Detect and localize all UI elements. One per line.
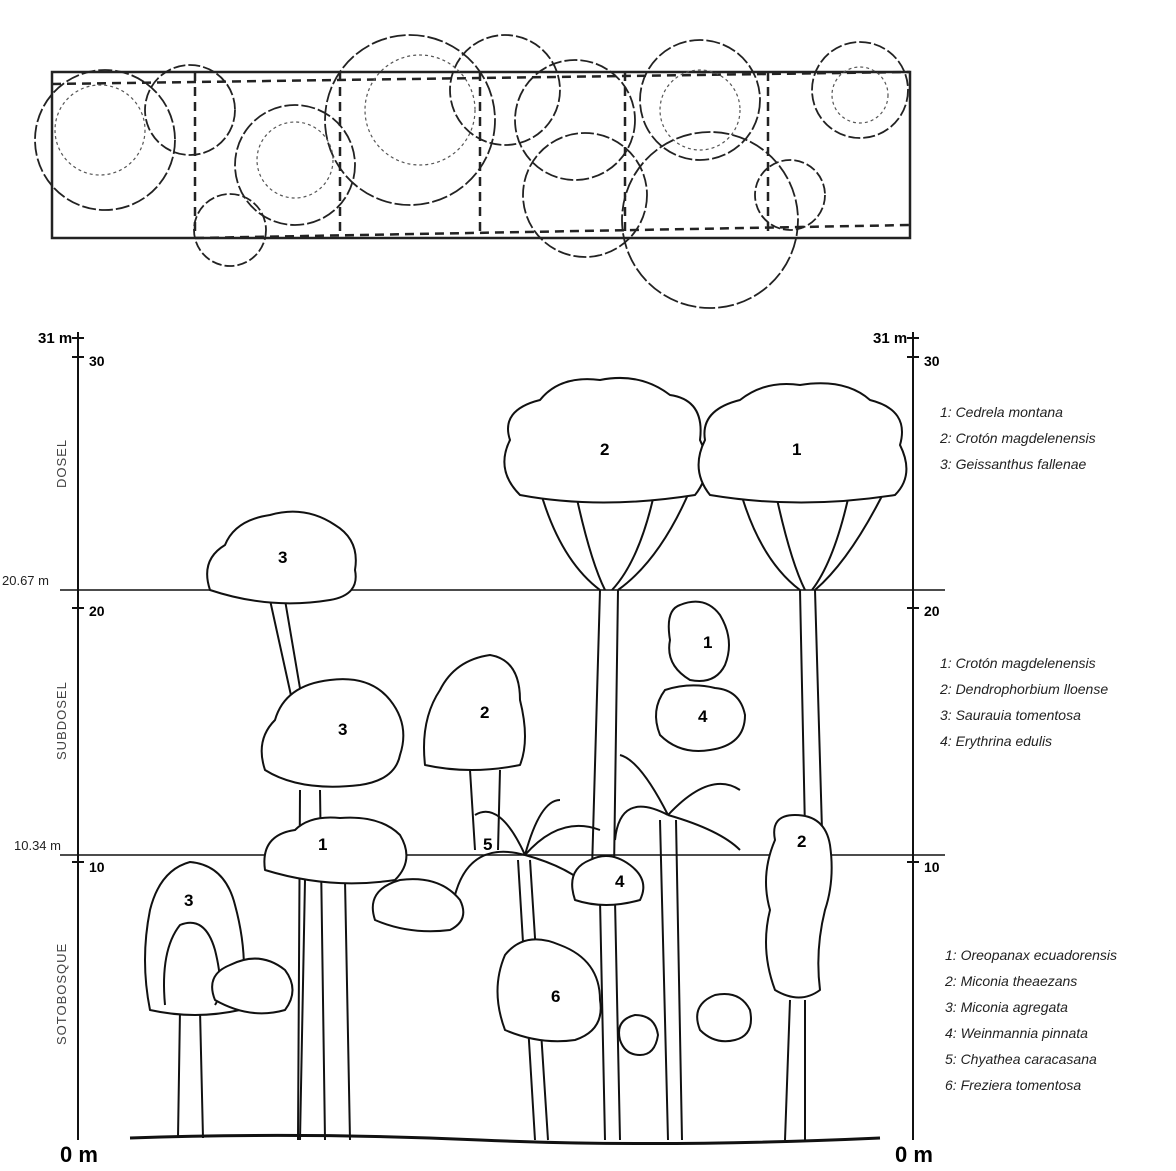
ref-line-upper-label: 20.67 m (2, 573, 49, 588)
canopy-tree-3 (207, 512, 356, 700)
ref-line-lower-label: 10.34 m (14, 838, 61, 853)
legend-subdosel-item: 2: Dendrophorbium lloense (939, 681, 1108, 697)
left-tick-20: 20 (89, 603, 105, 619)
right-tick-30: 30 (924, 353, 940, 369)
legend-sotobosque-item: 2: Miconia theaezans (944, 973, 1077, 989)
legend-subdosel: 1: Crotón magdelenensis 2: Dendrophorbiu… (939, 655, 1108, 749)
legend-sotobosque-item: 5: Chyathea caracasana (945, 1051, 1097, 1067)
legend-sotobosque-item: 1: Oreopanax ecuadorensis (945, 947, 1117, 963)
num-sub-2: 2 (480, 703, 489, 722)
ground-line (130, 1135, 880, 1143)
num-soto-5: 5 (483, 835, 492, 854)
num-sub-1: 1 (703, 633, 712, 652)
num-soto-6: 6 (551, 987, 560, 1006)
stratum-subdosel: SUBDOSEL (54, 681, 69, 760)
canopy-tree-1 (699, 383, 907, 830)
legend-dosel: 1: Cedrela montana 2: Crotón magdelenens… (939, 404, 1096, 472)
num-soto-3: 3 (184, 891, 193, 910)
understory-tree-2 (766, 815, 832, 1140)
legend-sotobosque-item: 3: Miconia agregata (945, 999, 1068, 1015)
left-axis (72, 332, 84, 1140)
crown-projection-plan (35, 35, 910, 308)
stratum-dosel: DOSEL (54, 439, 69, 488)
legend-sotobosque-item: 4: Weinmannia pinnata (945, 1025, 1088, 1041)
legend-subdosel-item: 3: Saurauia tomentosa (940, 707, 1081, 723)
palm-tree-right (615, 755, 740, 1140)
legend-dosel-item: 3: Geissanthus fallenae (940, 456, 1087, 472)
legend-subdosel-item: 1: Crotón magdelenensis (940, 655, 1096, 671)
tree-profile (130, 378, 906, 1144)
num-soto-4: 4 (615, 872, 625, 891)
right-tick-20: 20 (924, 603, 940, 619)
crowns-inner (55, 55, 888, 198)
legend-sotobosque: 1: Oreopanax ecuadorensis 2: Miconia the… (944, 947, 1117, 1093)
understory-tree-6 (498, 939, 601, 1041)
left-axis-top-label: 31 m (38, 330, 72, 347)
legend-dosel-item: 1: Cedrela montana (940, 404, 1063, 420)
right-axis-zero-label: 0 m (895, 1142, 933, 1166)
stratum-sotobosque: SOTOBOSQUE (54, 943, 69, 1045)
right-axis-top-label: 31 m (873, 330, 907, 347)
understory-misc (212, 879, 751, 1055)
num-sub-4: 4 (698, 707, 708, 726)
subcanopy-tree-2 (424, 655, 525, 850)
left-axis-zero-label: 0 m (60, 1142, 98, 1166)
num-soto-2: 2 (797, 832, 806, 851)
subplot-grid (52, 72, 910, 238)
subcanopy-tree-1 (669, 602, 729, 681)
legend-sotobosque-item: 6: Freziera tomentosa (945, 1077, 1081, 1093)
right-tick-10: 10 (924, 859, 940, 875)
num-dosel-3: 3 (278, 548, 287, 567)
right-axis (907, 332, 919, 1140)
legend-subdosel-item: 4: Erythrina edulis (940, 733, 1052, 749)
num-dosel-2: 2 (600, 440, 609, 459)
num-sub-3: 3 (338, 720, 347, 739)
left-tick-10: 10 (89, 859, 105, 875)
left-tick-30: 30 (89, 353, 105, 369)
num-soto-1: 1 (318, 835, 327, 854)
legend-dosel-item: 2: Crotón magdelenensis (939, 430, 1096, 446)
num-dosel-1: 1 (792, 440, 801, 459)
crowns (35, 35, 908, 308)
